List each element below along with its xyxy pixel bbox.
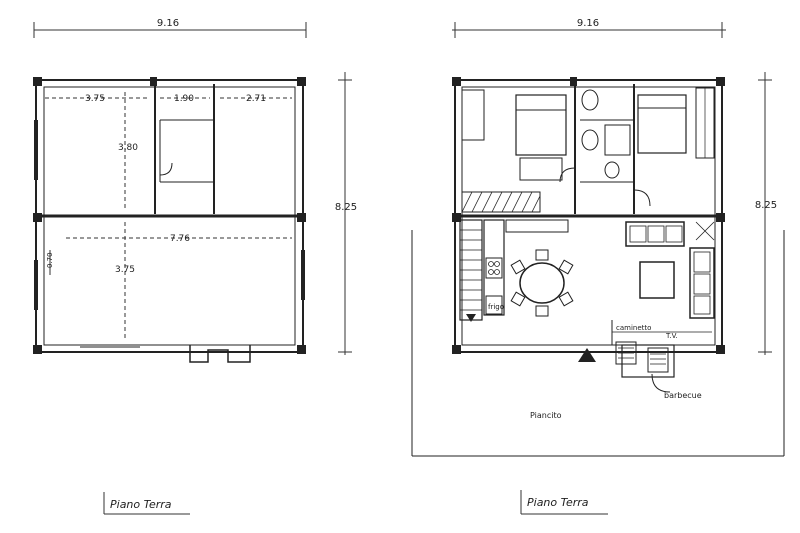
- kitchen-counter: frigo: [483, 219, 569, 316]
- right-overall-depth-dimension: 8.25: [755, 72, 777, 355]
- left-room-dimensions: 3.75 1.90 2.71 3.80 7.76 3.75 0.70: [45, 92, 292, 340]
- right-plan: 9.16: [411, 18, 785, 515]
- wardrobe-strip: [461, 191, 541, 213]
- terrace-outline: Piancito: [411, 230, 785, 457]
- terrace-label: Piancito: [530, 411, 562, 420]
- right-room-width-label: 2.71: [246, 94, 266, 104]
- right-caption-text: Piano Terra: [527, 496, 589, 509]
- upper-room-depth-label: 3.80: [118, 143, 138, 153]
- dining-table: [510, 249, 574, 317]
- right-interior-walls: [455, 84, 722, 218]
- left-caption-text: Piano Terra: [110, 498, 172, 511]
- barbecue-unit: barbecue: [621, 344, 702, 400]
- left-overall-depth-dimension: 8.25: [335, 72, 357, 355]
- left-room-width-label: 3.75: [85, 94, 105, 104]
- right-overall-width-label: 9.16: [577, 18, 599, 29]
- bathroom-fixtures: [581, 89, 631, 179]
- left-overall-depth-label: 8.25: [335, 202, 357, 213]
- right-overall-depth-label: 8.25: [755, 200, 777, 211]
- left-caption: Piano Terra: [103, 492, 190, 515]
- left-overall-width-label: 9.16: [157, 18, 179, 29]
- middle-room-width-label: 1.90: [174, 94, 194, 104]
- left-overall-width-dimension: 9.16: [33, 18, 307, 38]
- bedroom-furniture: [461, 87, 715, 181]
- entry-arrow-icon: [578, 348, 596, 362]
- barbecue-label: barbecue: [664, 391, 702, 400]
- fireplace-tv-area: caminetto T.V.: [611, 320, 712, 365]
- right-caption: Piano Terra: [520, 490, 608, 515]
- fireplace-label: caminetto: [616, 324, 651, 332]
- living-sofas: [625, 221, 715, 319]
- tv-label: T.V.: [665, 332, 678, 340]
- fridge-label: frigo: [488, 303, 504, 311]
- staircase: [459, 219, 483, 322]
- left-interior-walls: [34, 84, 305, 363]
- living-depth-label: 3.75: [115, 265, 135, 275]
- living-width-label: 7.76: [170, 234, 190, 244]
- left-plan: 9.16: [33, 18, 357, 515]
- right-overall-width-dimension: 9.16: [452, 18, 726, 38]
- small-dimension-label: 0.70: [46, 252, 54, 268]
